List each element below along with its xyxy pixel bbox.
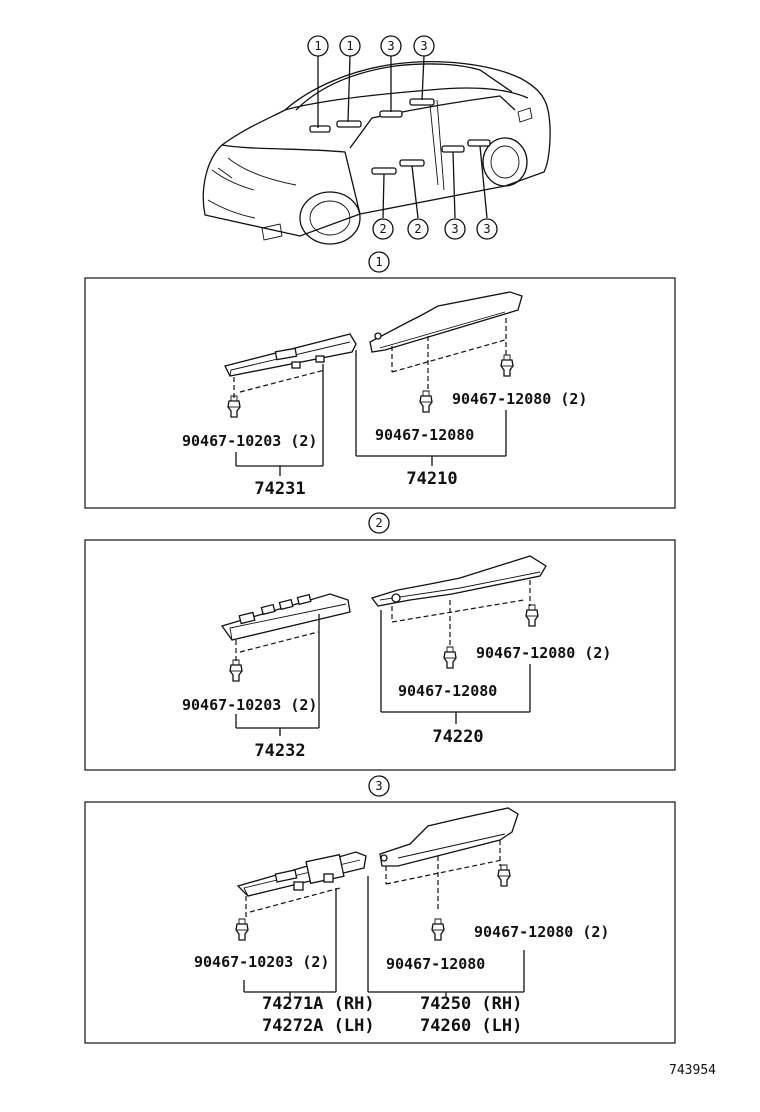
- panel-2-clip-a-label: 90467-12080: [398, 682, 497, 700]
- panel-1-marker: 1: [375, 255, 382, 269]
- panel-1-frame: [84, 277, 676, 509]
- panel-3-switch-part-lh: 74272A (LH): [262, 1016, 375, 1036]
- panel-1-armrest-base: [369, 291, 523, 353]
- panel-2-clip-a-icon: [443, 646, 457, 669]
- panel-3-marker-circle: [368, 775, 390, 797]
- panel-3-clip-b-label: 90467-12080 (2): [474, 923, 609, 941]
- panel-3-marker: 3: [375, 779, 382, 793]
- panel-2-marker-circle: [368, 512, 390, 534]
- panel-1-switch-clip-label: 90467-10203 (2): [182, 432, 317, 450]
- panel-1-switch-part: 74231: [254, 479, 305, 499]
- panel-1-marker-circle: [368, 251, 390, 273]
- panel-2-switch-clip-label: 90467-10203 (2): [182, 696, 317, 714]
- callout-top-2: 1: [346, 39, 353, 53]
- callout-top-1: 1: [314, 39, 321, 53]
- panel-1-clip-a-icon: [419, 390, 433, 413]
- vehicle-overview: 1 1 3 3 2 2 3 3: [202, 35, 551, 245]
- top-callouts: 1 1 3 3: [307, 35, 435, 57]
- panel-2-marker: 2: [375, 516, 382, 530]
- panel-3-clip-a-label: 90467-12080: [386, 955, 485, 973]
- bottom-callouts: 2 2 3 3: [372, 218, 498, 240]
- panel-1-clip-a-label: 90467-12080: [375, 426, 474, 444]
- panel-2-switch-part: 74232: [254, 741, 305, 761]
- panel-3-base-part-lh: 74260 (LH): [420, 1016, 522, 1036]
- panel-3-clip-a-icon: [431, 918, 445, 941]
- callout-bottom-1: 2: [379, 222, 386, 236]
- panel-3-clip-b-icon: [497, 864, 511, 887]
- callout-bottom-3: 3: [451, 222, 458, 236]
- panel-1: 1 90467-10203 (2) 74231: [84, 251, 676, 509]
- panel-1-clip-b-label: 90467-12080 (2): [452, 390, 587, 408]
- panel-1-switch-bezel: [224, 333, 357, 377]
- panel-3-armrest-base: [379, 807, 519, 867]
- callout-top-3: 3: [387, 39, 394, 53]
- panel-3: 3 90467-10203 (2) 74271A (RH): [84, 775, 676, 1044]
- panel-1-clip-b-icon: [500, 354, 514, 377]
- panel-2-clip-b-icon: [525, 604, 539, 627]
- diagram-id: 743954: [669, 1063, 716, 1078]
- panel-1-base-part: 74210: [406, 469, 457, 489]
- panel-2-frame: [84, 539, 676, 771]
- panel-2-switch-bezel: [220, 593, 351, 641]
- panel-3-frame: [84, 801, 676, 1044]
- callout-leaders: [317, 55, 488, 219]
- panel-3-switch-bezel: [236, 851, 367, 897]
- panel-2-clip-b-label: 90467-12080 (2): [476, 644, 611, 662]
- callout-top-4: 3: [420, 39, 427, 53]
- panel-3-base-part: 74250 (RH): [420, 994, 522, 1014]
- panel-2-armrest-base: [370, 555, 547, 607]
- switch-locations: [309, 98, 491, 175]
- panel-3-switch-clip-label: 90467-10203 (2): [194, 953, 329, 971]
- panel-3-switch-part: 74271A (RH): [262, 994, 375, 1014]
- panel-2: 2 90467-10203 (2) 74232: [84, 512, 676, 771]
- panel-1-switch-clip-icon: [227, 395, 241, 418]
- car-illustration: [202, 61, 551, 245]
- callout-bottom-2: 2: [414, 222, 421, 236]
- panel-2-switch-clip-icon: [229, 659, 243, 682]
- panel-3-switch-clip-icon: [235, 918, 249, 941]
- panel-2-base-part: 74220: [432, 727, 483, 747]
- callout-bottom-4: 3: [483, 222, 490, 236]
